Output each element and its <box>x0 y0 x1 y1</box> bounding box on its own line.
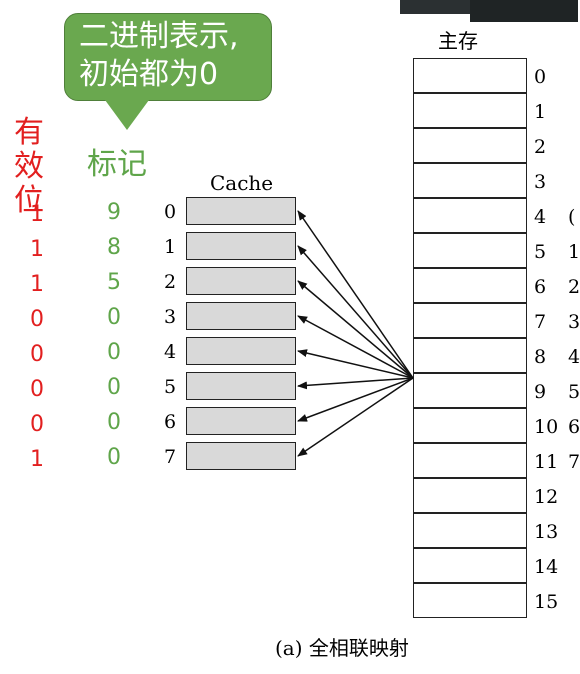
memory-block <box>413 303 527 338</box>
valid-header: 有效 位 <box>0 116 58 218</box>
memory-block-index: 5 <box>534 241 547 263</box>
cache-line <box>186 337 296 365</box>
memory-block-index: 10 <box>534 416 559 438</box>
memory-title: 主存 <box>438 29 478 53</box>
tag-value: 0 <box>107 410 121 435</box>
cropped-edge-char: 2 <box>568 276 580 298</box>
memory-block-index: 9 <box>534 381 547 403</box>
cropped-edge-char: 6 <box>568 416 580 438</box>
mapping-arrow <box>297 280 414 379</box>
valid-bit: 1 <box>30 447 44 472</box>
tag-value: 0 <box>107 340 121 365</box>
callout-line-1: 二进制表示, <box>79 19 239 54</box>
memory-block <box>413 338 527 373</box>
memory-block <box>413 93 527 128</box>
cache-line-index: 0 <box>163 201 177 223</box>
memory-block-index: 0 <box>534 66 547 88</box>
memory-block <box>413 128 527 163</box>
figure-caption: (a) 全相联映射 <box>275 636 409 660</box>
callout-line-2: 初始都为0 <box>79 57 219 92</box>
cache-line <box>186 442 296 470</box>
callout-tail <box>105 100 149 130</box>
cache-line <box>186 407 296 435</box>
memory-block <box>413 443 527 478</box>
callout-text: 二进制表示, 初始都为0 <box>79 18 239 94</box>
mapping-arrow <box>297 349 414 379</box>
memory-block-index: 2 <box>534 136 547 158</box>
memory-block-index: 4 <box>534 206 547 228</box>
mapping-arrow <box>297 377 414 422</box>
cropped-edge-char: 7 <box>568 451 580 473</box>
cropped-edge-char: 5 <box>568 381 580 403</box>
mapping-arrow <box>297 377 414 457</box>
cache-line <box>186 197 296 225</box>
valid-header-line-2: 位 <box>14 183 44 218</box>
mapping-arrow <box>297 377 414 390</box>
cache-line <box>186 267 296 295</box>
memory-block-index: 3 <box>534 171 547 193</box>
cache-line-index: 4 <box>163 341 177 363</box>
tag-value: 0 <box>107 445 121 470</box>
memory-block <box>413 583 527 618</box>
mapping-arrow <box>297 315 414 379</box>
valid-bit: 0 <box>30 342 44 367</box>
tag-value: 8 <box>107 235 121 260</box>
valid-bit: 1 <box>30 237 44 262</box>
callout-bubble: 二进制表示, 初始都为0 <box>64 13 272 101</box>
cropped-edge-char: 1 <box>568 241 580 263</box>
mapping-arrow <box>297 245 414 379</box>
memory-block-index: 1 <box>534 101 547 123</box>
tag-value: 9 <box>107 200 121 225</box>
memory-block-index: 14 <box>534 556 559 578</box>
cache-line <box>186 372 296 400</box>
memory-block <box>413 198 527 233</box>
memory-block-index: 7 <box>534 311 547 333</box>
valid-bit: 0 <box>30 307 44 332</box>
tag-header: 标记 <box>87 147 147 182</box>
tag-value: 0 <box>107 305 121 330</box>
memory-block-index: 13 <box>534 521 559 543</box>
memory-block-index: 6 <box>534 276 547 298</box>
cache-line-index: 7 <box>163 446 177 468</box>
memory-block-index: 11 <box>534 451 559 473</box>
cache-line-index: 5 <box>163 376 177 398</box>
cache-line-index: 1 <box>163 236 177 258</box>
cache-line <box>186 302 296 330</box>
memory-block <box>413 513 527 548</box>
cache-line <box>186 232 296 260</box>
cache-line-index: 3 <box>163 306 177 328</box>
valid-header-line-1: 有效 <box>14 115 44 184</box>
cache-line-index: 2 <box>163 271 177 293</box>
memory-block <box>413 233 527 268</box>
cache-line-index: 6 <box>163 411 177 433</box>
memory-block <box>413 373 527 408</box>
tag-value: 0 <box>107 375 121 400</box>
memory-block <box>413 268 527 303</box>
valid-bit: 0 <box>30 377 44 402</box>
memory-block <box>413 478 527 513</box>
valid-bit: 1 <box>30 272 44 297</box>
valid-bit: 1 <box>30 202 44 227</box>
memory-block-index: 8 <box>534 346 547 368</box>
valid-bit: 0 <box>30 412 44 437</box>
memory-block-index: 15 <box>534 591 559 613</box>
tag-value: 5 <box>107 270 121 295</box>
memory-block-index: 12 <box>534 486 559 508</box>
cropped-edge-char: ( <box>568 206 576 228</box>
memory-block <box>413 548 527 583</box>
cropped-edge-char: 4 <box>568 346 580 368</box>
mapping-arrow <box>297 210 414 379</box>
cache-title: Cache <box>210 171 274 195</box>
memory-block <box>413 408 527 443</box>
background-photo-edge-2 <box>470 0 578 22</box>
cropped-edge-char: 3 <box>568 311 580 333</box>
memory-block <box>413 163 527 198</box>
memory-block <box>413 58 527 93</box>
